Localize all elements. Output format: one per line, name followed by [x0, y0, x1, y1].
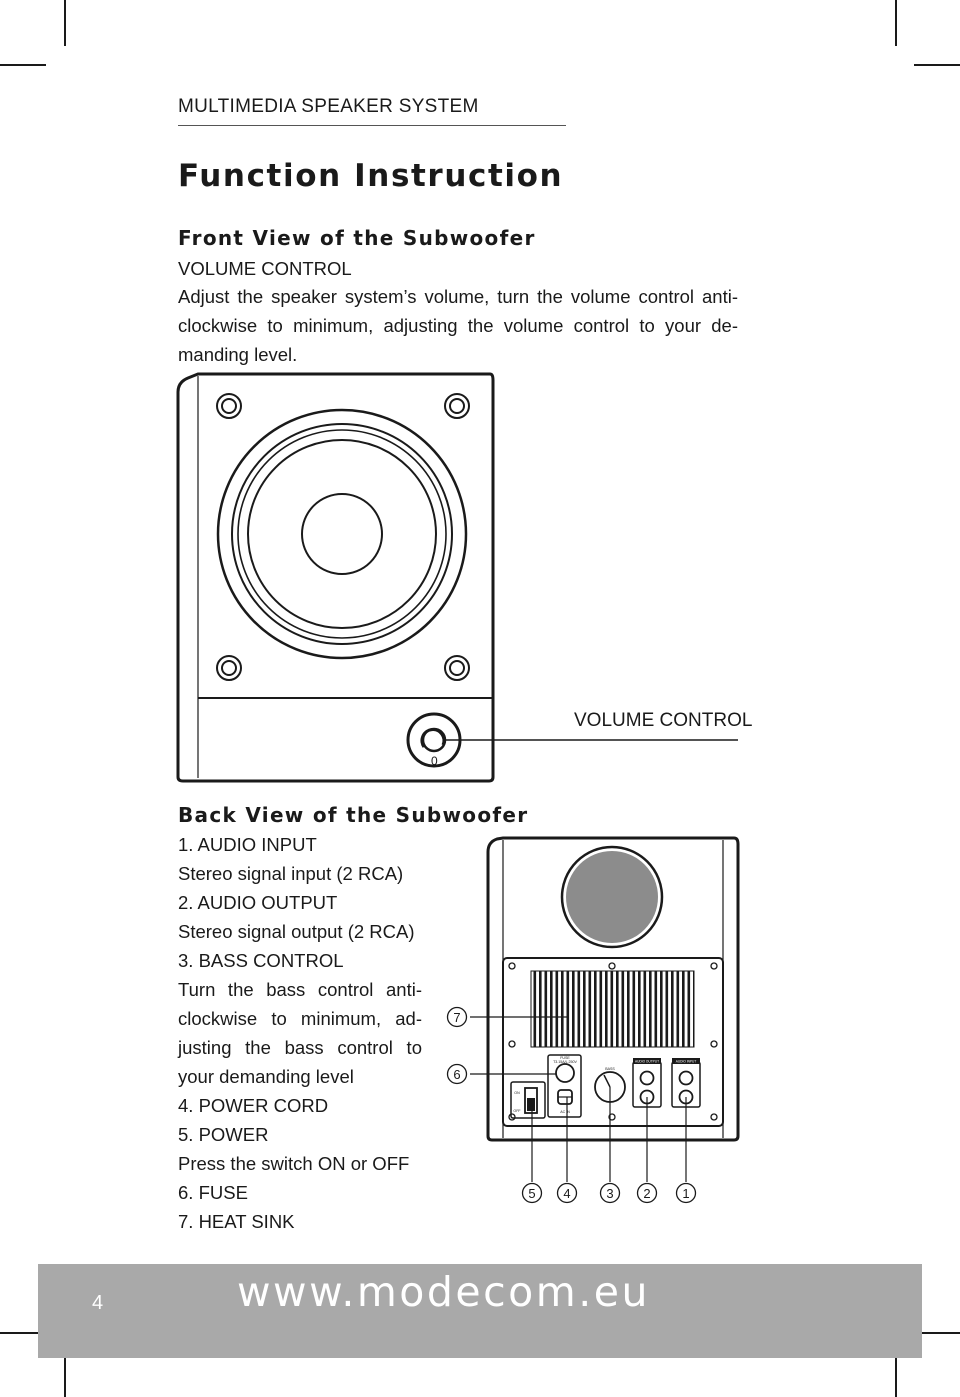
- list-item: justing the bass control to: [178, 1037, 422, 1058]
- screw-icon: [508, 962, 516, 970]
- screw-icon: [444, 655, 470, 681]
- heat-sink: [531, 971, 694, 1047]
- panel-label-on: ON: [514, 1091, 520, 1095]
- list-item: 2. AUDIO OUTPUT: [178, 892, 338, 913]
- screw-icon: [710, 1113, 718, 1121]
- callout-number: 1: [682, 1186, 689, 1201]
- screw-icon: [608, 1113, 616, 1121]
- front-volume-label: VOLUME CONTROL: [178, 258, 352, 279]
- callout-circle: [675, 1182, 697, 1204]
- knob-zero-mark: 0: [431, 754, 438, 768]
- panel-label-bass: BASS: [605, 1067, 615, 1071]
- list-item: Turn the bass control anti-: [178, 979, 422, 1000]
- fuse-holder-icon: [555, 1063, 575, 1083]
- list-item: Stereo signal output (2 RCA): [178, 921, 415, 942]
- power-switch-housing: [510, 1081, 546, 1119]
- audio-output-label-bar: [633, 1058, 661, 1064]
- footer-band: [38, 1264, 922, 1358]
- callout-circle: [446, 1063, 468, 1085]
- callout-number: 3: [606, 1186, 613, 1201]
- panel-label-audio-input: AUDIO INPUT: [676, 1060, 697, 1064]
- heat-sink-frame: [530, 970, 695, 1048]
- footer-url: www.modecom.eu: [237, 1268, 650, 1316]
- screw-icon: [449, 660, 465, 676]
- page-number: 4: [92, 1292, 104, 1314]
- list-item: 3. BASS CONTROL: [178, 950, 344, 971]
- screw-icon: [508, 1113, 516, 1121]
- screw-icon: [221, 660, 237, 676]
- woofer-surround: [237, 429, 447, 639]
- front-description-line: manding level.: [178, 344, 298, 365]
- panel-label-off: OFF: [513, 1109, 521, 1113]
- section-title: Function Instruction: [178, 158, 564, 194]
- back-cabinet-outline: [486, 836, 740, 1142]
- front-description-line: clockwise to minimum, adjusting the volu…: [178, 315, 738, 336]
- screw-icon: [216, 393, 242, 419]
- callout-number: 4: [563, 1186, 570, 1201]
- bass-port-rim: [560, 845, 664, 949]
- panel-label-audio-output: AUDIO OUTPUT: [635, 1060, 659, 1064]
- front-description-line: Adjust the speaker system’s volume, turn…: [178, 286, 738, 307]
- screw-icon: [449, 398, 465, 414]
- back-view-list: 1. AUDIO INPUT Stereo signal input (2 RC…: [178, 830, 422, 1236]
- front-view-heading: Front View of the Subwoofer: [178, 226, 536, 250]
- crop-mark-bottom-left-v: [64, 1351, 66, 1397]
- screw-icon: [710, 1040, 718, 1048]
- fuse-module: [547, 1054, 582, 1118]
- callout-number: 2: [643, 1186, 650, 1201]
- power-switch-icon: [524, 1087, 538, 1114]
- woofer-dust-cap: [301, 493, 383, 575]
- callout-circle: [446, 1006, 468, 1028]
- bass-port: [566, 851, 658, 943]
- woofer-surround: [231, 423, 453, 645]
- crop-mark-bottom-right-v: [895, 1351, 897, 1397]
- crop-mark-bottom-right-h: [914, 1332, 960, 1334]
- list-item: clockwise to minimum, ad-: [178, 1008, 422, 1029]
- crop-mark-top-right-h: [914, 64, 960, 66]
- callout-circle: [636, 1182, 658, 1204]
- panel-label-fuse-spec: T3.15A/L 250V: [553, 1060, 577, 1064]
- list-item: Press the switch ON or OFF: [178, 1153, 410, 1174]
- list-item: 6. FUSE: [178, 1182, 248, 1203]
- back-panel-plate: [502, 957, 724, 1127]
- audio-input-label-bar: [672, 1058, 700, 1064]
- callout-circle: [599, 1182, 621, 1204]
- callout-number: 6: [453, 1067, 460, 1082]
- screw-icon: [508, 1040, 516, 1048]
- callout-number: 7: [453, 1010, 460, 1025]
- crop-mark-top-left-v: [64, 0, 66, 46]
- callout-number: 5: [528, 1186, 535, 1201]
- volume-control-callout: VOLUME CONTROL: [574, 710, 753, 731]
- list-item: your demanding level: [178, 1066, 354, 1087]
- callout-circle: [521, 1182, 543, 1204]
- crop-mark-top-left-h: [0, 64, 46, 66]
- list-item: 5. POWER: [178, 1124, 269, 1145]
- rca-jack-icon: [678, 1070, 694, 1086]
- list-item: 4. POWER CORD: [178, 1095, 329, 1116]
- rca-jack-icon: [639, 1070, 655, 1086]
- list-item: Stereo signal input (2 RCA): [178, 863, 404, 884]
- screw-icon: [608, 962, 616, 970]
- screw-icon: [444, 393, 470, 419]
- list-item: 1. AUDIO INPUT: [178, 834, 317, 855]
- list-item: 7. HEAT SINK: [178, 1211, 295, 1232]
- crop-mark-bottom-left-h: [0, 1332, 46, 1334]
- volume-knob-arc: [420, 728, 446, 748]
- front-description: Adjust the speaker system’s volume, turn…: [178, 282, 738, 369]
- screw-icon: [221, 398, 237, 414]
- woofer-frame: [216, 408, 468, 660]
- header-rule: [178, 125, 566, 126]
- running-header: MULTIMEDIA SPEAKER SYSTEM: [178, 96, 479, 117]
- screw-icon: [216, 655, 242, 681]
- callout-circle: [556, 1182, 578, 1204]
- woofer-cone: [247, 439, 437, 629]
- screw-icon: [710, 962, 718, 970]
- panel-label-ac-in: AC IN: [560, 1110, 570, 1114]
- panel-label-fuse: FUSE: [560, 1056, 570, 1060]
- crop-mark-top-right-v: [895, 0, 897, 46]
- back-view-heading: Back View of the Subwoofer: [178, 803, 529, 827]
- front-cabinet-outline: [176, 372, 495, 783]
